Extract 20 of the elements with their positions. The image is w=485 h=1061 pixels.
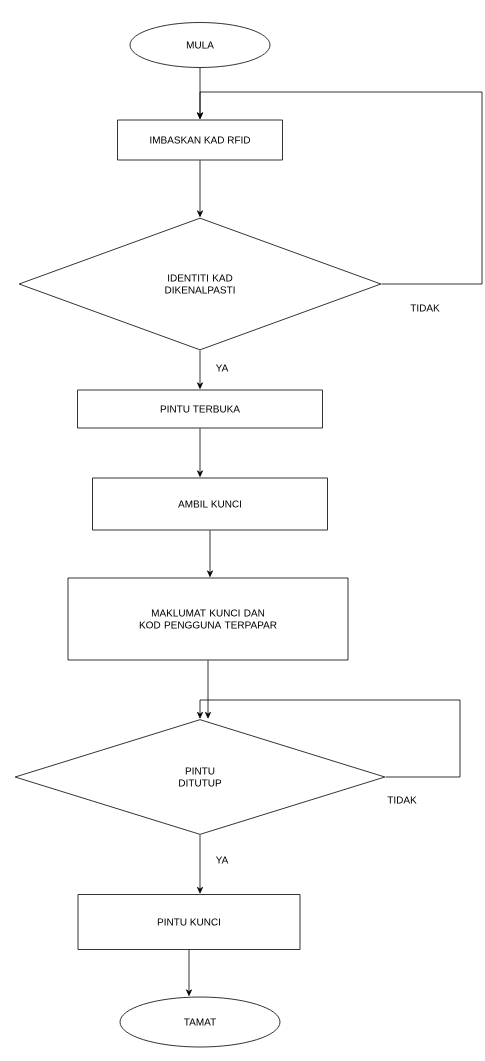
edge-label: YA — [214, 363, 230, 373]
terminal-oval: TAMAT — [119, 996, 281, 1048]
process-box: AMBIL KUNCI — [92, 477, 328, 531]
arrow — [205, 660, 211, 719]
arrow — [197, 699, 461, 778]
edge-label: TIDAK — [409, 303, 441, 313]
terminal-oval: MULA — [129, 22, 271, 68]
process-box: PINTU TERBUKA — [77, 389, 323, 429]
arrow — [197, 350, 203, 389]
arrow — [197, 428, 203, 477]
edge-label: TIDAK — [386, 795, 418, 805]
arrow — [207, 530, 213, 577]
process-box: PINTU KUNCI — [77, 894, 301, 950]
edge-label: YA — [214, 855, 230, 865]
process-box: IMBASKAN KAD RFID — [117, 119, 283, 161]
arrow — [197, 91, 483, 285]
arrow — [186, 949, 192, 996]
arrow — [197, 834, 203, 894]
process-box: MAKLUMAT KUNCI DAN KOD PENGGUNA TERPAPAR — [67, 577, 349, 661]
arrow — [197, 160, 203, 217]
